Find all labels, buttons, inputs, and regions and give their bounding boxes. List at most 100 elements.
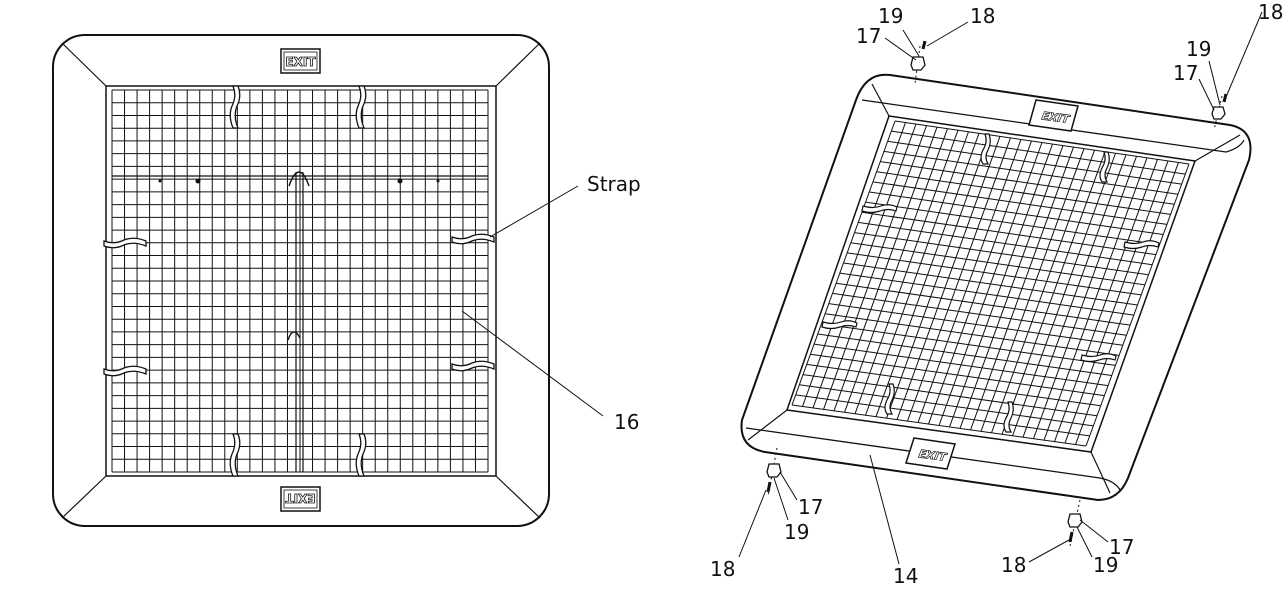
strap	[1099, 151, 1110, 183]
logo-bottom-text: EXIT	[285, 491, 316, 505]
callout-tr-19: 19	[1186, 37, 1211, 61]
hardware-bottom-left	[766, 447, 782, 497]
mesh-wire	[836, 282, 1131, 326]
strap	[884, 383, 895, 415]
perspective-view: EXIT EXIT	[710, 0, 1283, 588]
logo-front: EXIT	[905, 437, 956, 470]
callout-frame: 14	[893, 564, 918, 588]
strap	[451, 360, 495, 372]
mesh-wire	[1054, 159, 1158, 442]
callout-bl-17: 17	[798, 495, 823, 519]
strap-label: Strap	[587, 172, 641, 196]
strap	[229, 85, 241, 129]
callout-br-17: 17	[1109, 535, 1134, 559]
mesh-wire	[791, 404, 1087, 447]
strap-group	[103, 85, 495, 477]
rivet	[436, 179, 440, 183]
bevel-line	[1194, 134, 1241, 162]
callout-br-18: 18	[1001, 553, 1026, 577]
mesh-wire	[1043, 157, 1148, 441]
mesh-wire	[802, 374, 1098, 417]
mesh-wire	[970, 146, 1074, 431]
hardware-top-right	[1211, 93, 1228, 131]
mesh-wire	[1012, 153, 1116, 436]
strap	[451, 233, 495, 245]
frame-edge	[861, 99, 1245, 153]
mesh-wire	[810, 353, 1105, 397]
strap-group	[821, 133, 1160, 433]
mesh-wire	[991, 150, 1095, 433]
strap	[1003, 401, 1014, 433]
mesh-grid	[791, 120, 1190, 447]
mesh-wire	[795, 394, 1090, 437]
bevel-line	[61, 42, 107, 87]
mesh-wire	[1085, 163, 1190, 447]
logo-top-text: EXIT	[285, 55, 316, 69]
mesh-wire	[1022, 154, 1127, 438]
mesh-wire	[832, 292, 1127, 336]
logo-front-text: EXIT	[916, 448, 949, 464]
hardware-top-left	[910, 40, 927, 85]
callout-tl-17: 17	[856, 24, 881, 48]
hardware-bottom-right	[1067, 499, 1083, 547]
mesh-wire	[1064, 160, 1169, 444]
screw-icon	[921, 40, 927, 50]
mesh-wire	[959, 145, 1064, 429]
callout-tl-19: 19	[878, 4, 903, 28]
strap	[103, 365, 147, 377]
screw-icon	[766, 481, 772, 493]
callout-tr-18: 18	[1258, 0, 1283, 24]
mesh-grid	[111, 89, 489, 473]
bevel-line	[495, 475, 541, 519]
strap	[103, 237, 147, 249]
rod-hook	[287, 331, 301, 341]
nut-icon	[910, 56, 926, 71]
mesh-wire	[839, 272, 1134, 316]
strap-leader	[489, 185, 579, 238]
nut-icon	[766, 463, 782, 478]
logo-back-text: EXIT	[1039, 110, 1072, 126]
screw-icon	[1222, 93, 1228, 103]
logo-back: EXIT	[1028, 99, 1079, 132]
strap	[1123, 240, 1160, 250]
rivet	[397, 178, 403, 184]
mesh-wire	[828, 303, 1123, 346]
mesh-label: 16	[614, 410, 639, 434]
rod-hook	[288, 171, 310, 187]
screw-icon	[1068, 531, 1074, 543]
mesh-wire	[825, 313, 1120, 356]
inner-frame	[105, 85, 497, 477]
callout-bl-18: 18	[710, 557, 735, 581]
mesh-wire	[843, 262, 1138, 306]
callout-tl-18: 18	[970, 4, 995, 28]
mesh-wire	[817, 333, 1112, 376]
frame-outline	[740, 73, 1252, 502]
mesh-wire	[1033, 156, 1137, 439]
bevel-line	[61, 475, 107, 519]
rivet	[158, 179, 162, 183]
leader-lines	[738, 11, 1263, 565]
bevel-line	[871, 83, 890, 117]
top-view: EXIT EXIT Strap 16	[52, 34, 641, 527]
callout-bl-19: 19	[784, 520, 809, 544]
mesh-wire	[1001, 151, 1106, 435]
strap	[980, 133, 991, 165]
mesh-wire	[814, 343, 1109, 387]
mesh-wire	[949, 143, 1053, 428]
strap	[355, 85, 367, 129]
bevel-line	[495, 42, 541, 87]
mesh-wire	[1075, 162, 1179, 445]
mesh-wire	[799, 384, 1094, 427]
logo-top: EXIT	[280, 48, 321, 74]
rivet	[195, 178, 201, 184]
nut-icon	[1067, 513, 1083, 528]
mesh-wire	[821, 323, 1116, 366]
strap	[229, 433, 241, 477]
callout-tr-17: 17	[1173, 61, 1198, 85]
strap	[355, 433, 367, 477]
frame-edge	[745, 427, 1121, 491]
logo-bottom: EXIT	[280, 486, 321, 512]
strap	[861, 204, 898, 214]
strap	[821, 320, 858, 330]
